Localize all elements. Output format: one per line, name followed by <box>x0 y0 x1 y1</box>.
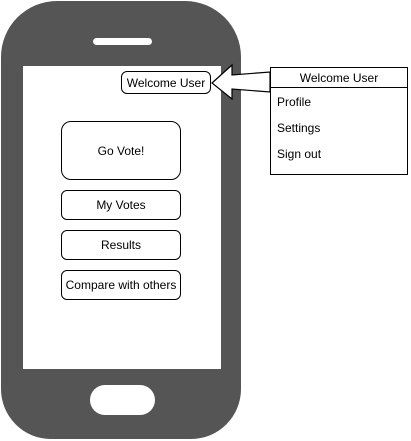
go-vote-button[interactable]: Go Vote! <box>61 121 181 180</box>
compare-button[interactable]: Compare with others <box>61 270 181 300</box>
home-button[interactable] <box>90 385 155 415</box>
results-button[interactable]: Results <box>61 230 181 260</box>
my-votes-button[interactable]: My Votes <box>61 190 181 220</box>
menu-item-profile[interactable]: Profile <box>277 95 312 109</box>
phone-speaker <box>93 38 152 45</box>
welcome-user-button[interactable]: Welcome User <box>121 71 211 94</box>
user-dropdown-menu: Welcome User Profile Settings Sign out <box>270 67 408 175</box>
menu-item-settings[interactable]: Settings <box>277 121 321 135</box>
menu-item-sign-out[interactable]: Sign out <box>277 147 322 161</box>
user-menu-header: Welcome User <box>271 68 407 88</box>
